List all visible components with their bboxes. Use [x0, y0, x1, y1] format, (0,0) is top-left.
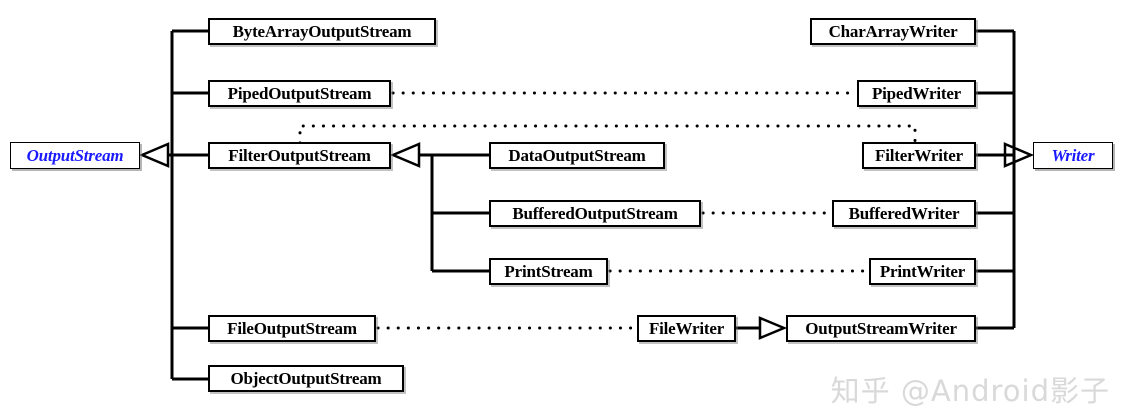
- class-label: CharArrayWriter: [828, 22, 958, 41]
- class-node-buffered-output-stream[interactable]: BufferedOutputStream: [489, 200, 701, 227]
- class-node-file-writer[interactable]: FileWriter: [637, 315, 736, 342]
- dotted-link-filter: [298, 124, 917, 145]
- class-label: FileOutputStream: [227, 319, 357, 338]
- class-node-buffered-writer[interactable]: BufferedWriter: [832, 200, 976, 227]
- class-node-char-array-writer[interactable]: CharArrayWriter: [810, 18, 976, 45]
- class-node-filter-output-stream[interactable]: FilterOutputStream: [208, 142, 391, 169]
- class-node-print-writer[interactable]: PrintWriter: [869, 258, 976, 285]
- class-label: Writer: [1051, 146, 1095, 165]
- class-label: DataOutputStream: [508, 146, 646, 165]
- class-node-file-output-stream[interactable]: FileOutputStream: [208, 315, 376, 342]
- generalization-arrowhead-filter-output-stream: [389, 142, 421, 168]
- watermark: 知乎 @Android影子: [830, 374, 1110, 408]
- class-label: ByteArrayOutputStream: [232, 22, 412, 41]
- class-node-object-output-stream[interactable]: ObjectOutputStream: [208, 365, 404, 392]
- class-label: FilterWriter: [875, 146, 963, 165]
- class-label: BufferedWriter: [848, 204, 960, 223]
- class-node-output-stream[interactable]: OutputStream: [10, 142, 140, 169]
- class-node-output-stream-writer[interactable]: OutputStreamWriter: [786, 315, 976, 342]
- class-label: PrintWriter: [879, 262, 966, 281]
- generalization-arrowhead-output-stream-writer: [758, 316, 788, 340]
- class-node-writer[interactable]: Writer: [1033, 142, 1113, 169]
- class-label: PipedOutputStream: [227, 84, 372, 103]
- generalization-arrowhead-output-stream: [138, 142, 170, 168]
- class-node-data-output-stream[interactable]: DataOutputStream: [489, 142, 665, 169]
- class-label: OutputStream: [26, 146, 124, 165]
- class-label: PipedWriter: [871, 84, 962, 103]
- class-label: FilterOutputStream: [228, 146, 371, 165]
- class-label: PrintStream: [504, 262, 593, 281]
- class-label: OutputStreamWriter: [805, 319, 957, 338]
- class-label: ObjectOutputStream: [230, 369, 382, 388]
- class-node-piped-output-stream[interactable]: PipedOutputStream: [208, 80, 391, 107]
- class-node-print-stream[interactable]: PrintStream: [489, 258, 608, 285]
- class-node-piped-writer[interactable]: PipedWriter: [857, 80, 976, 107]
- class-label: FileWriter: [648, 319, 725, 338]
- class-label: BufferedOutputStream: [512, 204, 678, 223]
- class-node-byte-array-output-stream[interactable]: ByteArrayOutputStream: [208, 18, 436, 45]
- class-node-filter-writer[interactable]: FilterWriter: [862, 142, 976, 169]
